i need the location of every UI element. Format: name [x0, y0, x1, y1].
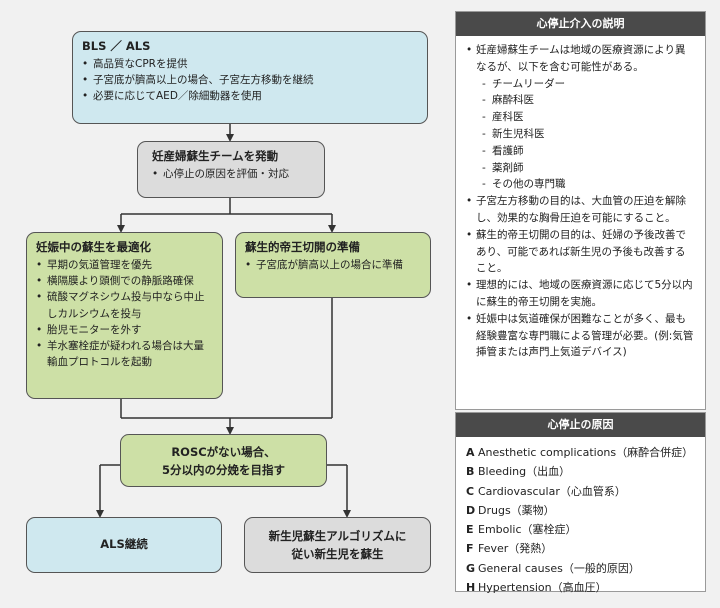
- cause-text: Bleeding（出血）: [478, 465, 571, 479]
- bls-als-title: BLS ／ ALS: [82, 39, 151, 53]
- team-member: 新生児科医: [482, 126, 695, 143]
- optimize-resuscitation-box: 妊娠中の蘇生を最適化 早期の気道管理を優先 横隔膜より頭側での静脈路確保 硫酸マ…: [26, 232, 223, 399]
- team-member: チームリーダー: [482, 76, 695, 93]
- cause-text: Embolic（塞栓症）: [478, 523, 577, 536]
- explanation-body: 妊産婦蘇生チームは地域の医療資源により異なるが、以下を含む可能性がある。 チーム…: [456, 36, 705, 365]
- neonatal-resuscitation-box: 新生児蘇生アルゴリズムに 従い新生児を蘇生: [244, 517, 431, 573]
- team-item: 心停止の原因を評価・対応: [152, 166, 315, 183]
- optimize-item: 胎児モニターを外す: [36, 322, 213, 339]
- cause-text: Fever（発熱）: [478, 542, 553, 556]
- cesarean-item: 子宮底が臍高以上の場合に準備: [245, 257, 421, 274]
- team-member: 麻酔科医: [482, 92, 695, 109]
- team-member: 産科医: [482, 109, 695, 126]
- team-activation-title: 妊産婦蘇生チームを発動: [152, 149, 279, 163]
- cause-letter: C: [466, 484, 475, 498]
- optimize-title: 妊娠中の蘇生を最適化: [36, 240, 151, 254]
- cause-text: General causes（一般的原因）: [478, 561, 640, 575]
- cause-letter: D: [466, 503, 476, 517]
- team-activation-list: 心停止の原因を評価・対応: [152, 166, 315, 183]
- cause-text: Cardiovascular（心血管系）: [478, 484, 626, 498]
- explanation-title: 心停止介入の説明: [456, 12, 705, 36]
- cause-text: Anesthetic complications（麻酔合併症）: [478, 446, 694, 459]
- cause-letter: H: [466, 580, 476, 594]
- explanation-point: 理想的には、地域の医療資源に応じて5分以内に蘇生的帝王切開を実施。: [466, 277, 695, 311]
- explanation-point: 子宮左方移動の目的は、大血管の圧迫を解除し、効果的な胸骨圧迫を可能にすること。: [466, 193, 695, 227]
- neonatal-line1: 新生児蘇生アルゴリズムに: [268, 529, 407, 543]
- team-member: その他の専門職: [482, 176, 695, 193]
- bls-item: 高品質なCPRを提供: [82, 56, 418, 73]
- cause-text: Hypertension（高血圧）: [478, 580, 607, 594]
- cause-item: F Fever（発熱）: [466, 539, 695, 558]
- cause-letter: G: [466, 561, 476, 575]
- cause-item: E Embolic（塞栓症）: [466, 520, 695, 539]
- cesarean-list: 子宮底が臍高以上の場合に準備: [245, 257, 421, 274]
- optimize-item: 横隔膜より頭側での静脈路確保: [36, 273, 213, 290]
- cause-letter: B: [466, 465, 475, 479]
- bls-als-list: 高品質なCPRを提供 子宮底が臍高以上の場合、子宮左方移動を継続 必要に応じてA…: [82, 56, 418, 105]
- cesarean-title: 蘇生的帝王切開の準備: [245, 240, 360, 254]
- team-member: 薬剤師: [482, 160, 695, 177]
- team-activation-box: 妊産婦蘇生チームを発動 心停止の原因を評価・対応: [137, 141, 325, 198]
- als-continue-label: ALS継続: [100, 537, 148, 551]
- optimize-item: 硫酸マグネシウム投与中なら中止しカルシウムを投与: [36, 289, 213, 322]
- cause-text: Drugs（薬物）: [478, 503, 555, 517]
- cause-letter: F: [466, 542, 474, 556]
- explanation-point: 妊娠中は気道確保が困難なことが多く、最も経験豊富な専門職による管理が必要。(例:…: [466, 311, 695, 361]
- team-member-list: チームリーダー 麻酔科医 産科医 新生児科医 看護師 薬剤師 その他の専門職: [476, 76, 695, 194]
- optimize-item: 羊水塞栓症が疑われる場合は大量輸血プロトコルを起動: [36, 338, 213, 371]
- causes-title: 心停止の原因: [456, 413, 705, 437]
- rosc-line1: ROSCがない場合、: [171, 445, 276, 459]
- rosc-box: ROSCがない場合、 5分以内の分娩を目指す: [120, 434, 327, 487]
- optimize-list: 早期の気道管理を優先 横隔膜より頭側での静脈路確保 硫酸マグネシウム投与中なら中…: [36, 257, 213, 371]
- team-member: 看護師: [482, 143, 695, 160]
- cesarean-prep-box: 蘇生的帝王切開の準備 子宮底が臍高以上の場合に準備: [235, 232, 431, 298]
- explanation-list: 妊産婦蘇生チームは地域の医療資源により異なるが、以下を含む可能性がある。 チーム…: [466, 42, 695, 361]
- cause-letter: E: [466, 523, 474, 536]
- bls-item: 子宮底が臍高以上の場合、子宮左方移動を継続: [82, 72, 418, 89]
- bls-item: 必要に応じてAED／除細動器を使用: [82, 88, 418, 105]
- explanation-point: 妊産婦蘇生チームは地域の医療資源により異なるが、以下を含む可能性がある。 チーム…: [466, 42, 695, 193]
- cause-letter: A: [466, 446, 475, 459]
- neonatal-line2: 従い新生児を蘇生: [291, 546, 384, 561]
- bls-als-box: BLS ／ ALS 高品質なCPRを提供 子宮底が臍高以上の場合、子宮左方移動を…: [72, 31, 428, 124]
- explanation-point: 蘇生的帝王切開の目的は、妊婦の予後改善であり、可能であれば新生児の予後も改善する…: [466, 227, 695, 277]
- als-continue-box: ALS継続: [26, 517, 222, 573]
- optimize-item: 早期の気道管理を優先: [36, 257, 213, 274]
- team-intro: 妊産婦蘇生チームは地域の医療資源により異なるが、以下を含む可能性がある。: [476, 44, 686, 73]
- rosc-line2: 5分以内の分娩を目指す: [161, 462, 285, 477]
- explanation-panel: 心停止介入の説明 妊産婦蘇生チームは地域の医療資源により異なるが、以下を含む可能…: [455, 11, 706, 410]
